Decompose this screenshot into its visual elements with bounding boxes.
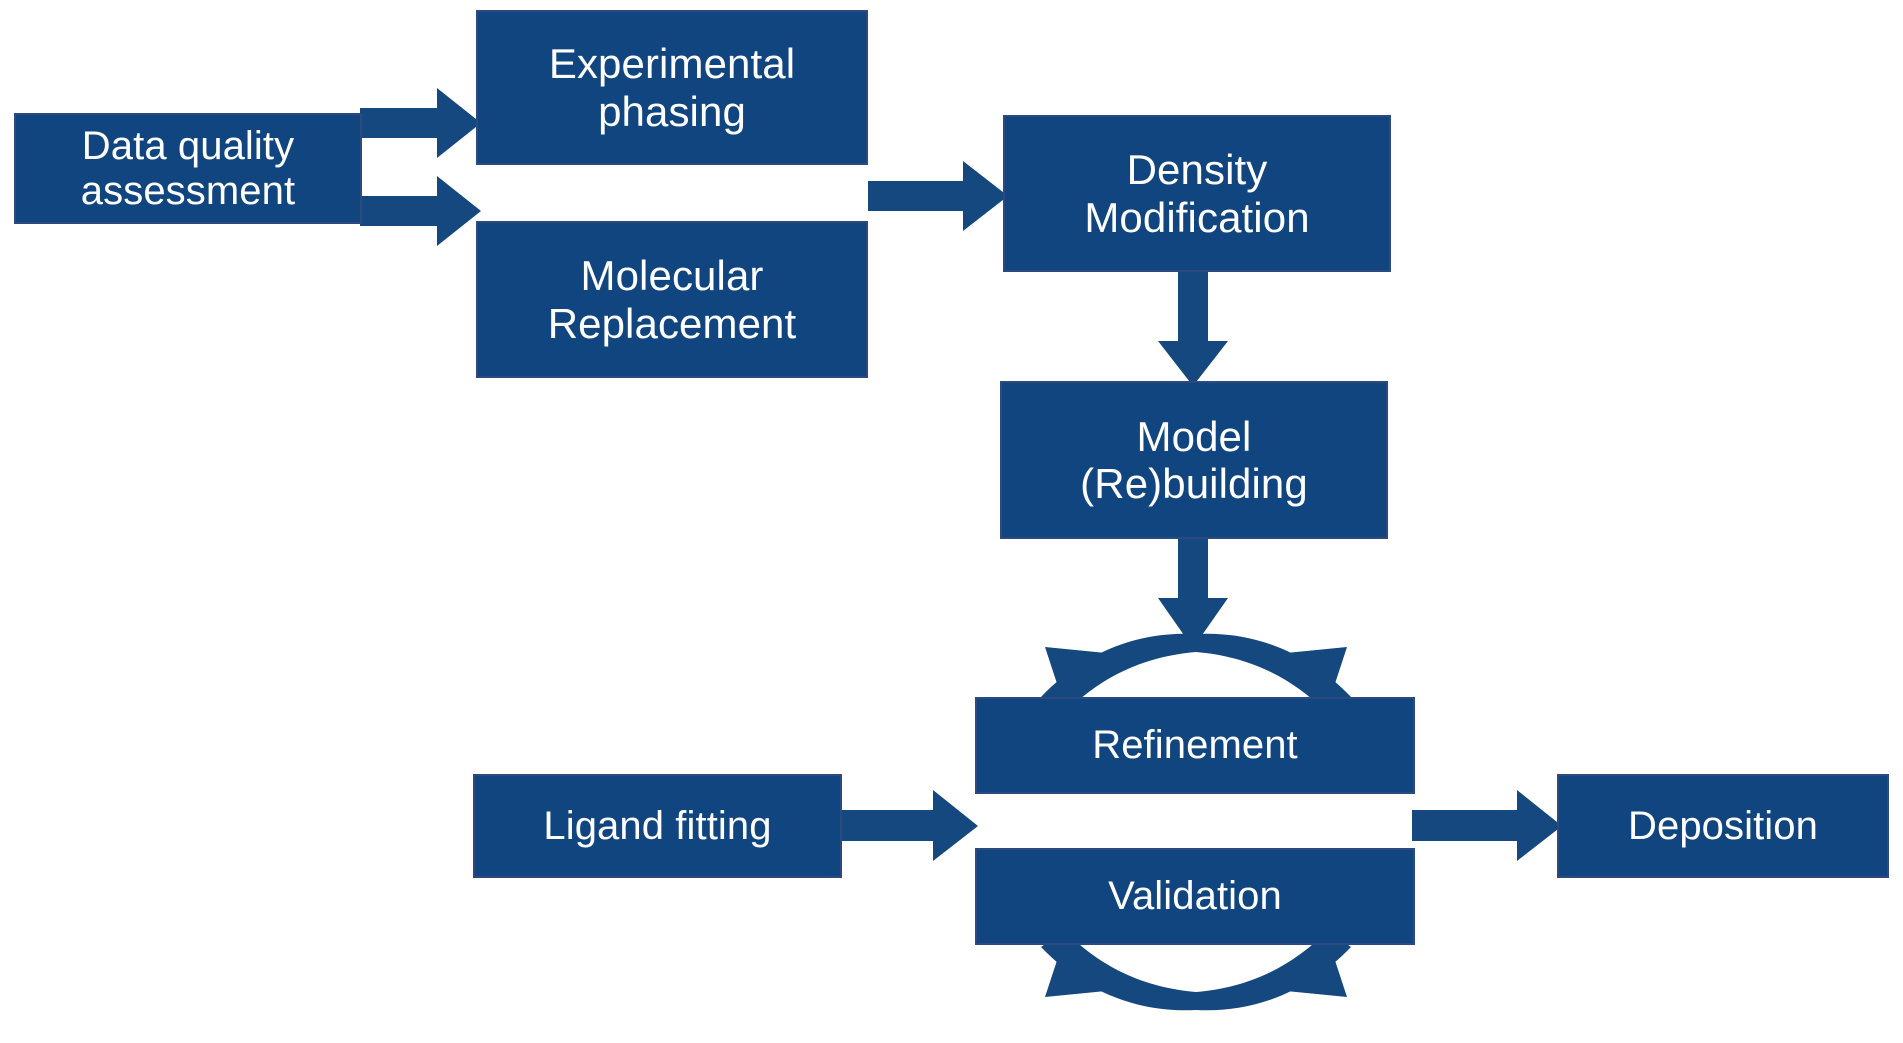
node-model-rebuilding[interactable]: Model (Re)building [1000, 381, 1388, 539]
node-molecular-replacement[interactable]: Molecular Replacement [476, 221, 868, 378]
arrow-ligand-fitting-to-cycle [840, 790, 978, 861]
node-density-modification[interactable]: Density Modification [1003, 115, 1391, 272]
node-label: Experimental phasing [548, 40, 796, 135]
node-label: Molecular Replacement [547, 252, 797, 347]
node-label: Validation [1108, 874, 1282, 919]
node-label: Deposition [1627, 803, 1818, 848]
node-experimental-phasing[interactable]: Experimental phasing [476, 10, 868, 165]
arrow-data-quality-to-molecular-replacement [360, 176, 481, 246]
arrow-density-modification-to-model-rebuilding [1158, 268, 1228, 386]
arrow-phasing-to-density-modification [868, 161, 1008, 231]
arrow-model-rebuilding-to-cycle [1158, 535, 1228, 648]
node-validation[interactable]: Validation [975, 848, 1415, 945]
node-ligand-fitting[interactable]: Ligand fitting [473, 774, 842, 878]
node-label: Refinement [1092, 723, 1298, 768]
node-deposition[interactable]: Deposition [1557, 774, 1889, 878]
arrow-data-quality-to-experimental-phasing [360, 88, 481, 158]
node-label: Data quality assessment [80, 123, 296, 213]
node-data-quality-assessment[interactable]: Data quality assessment [14, 113, 362, 224]
node-label: Model (Re)building [1080, 412, 1308, 507]
node-label: Ligand fitting [543, 803, 772, 848]
node-refinement[interactable]: Refinement [975, 697, 1415, 794]
arrow-cycle-to-deposition [1412, 790, 1562, 861]
node-label: Density Modification [1084, 146, 1310, 241]
